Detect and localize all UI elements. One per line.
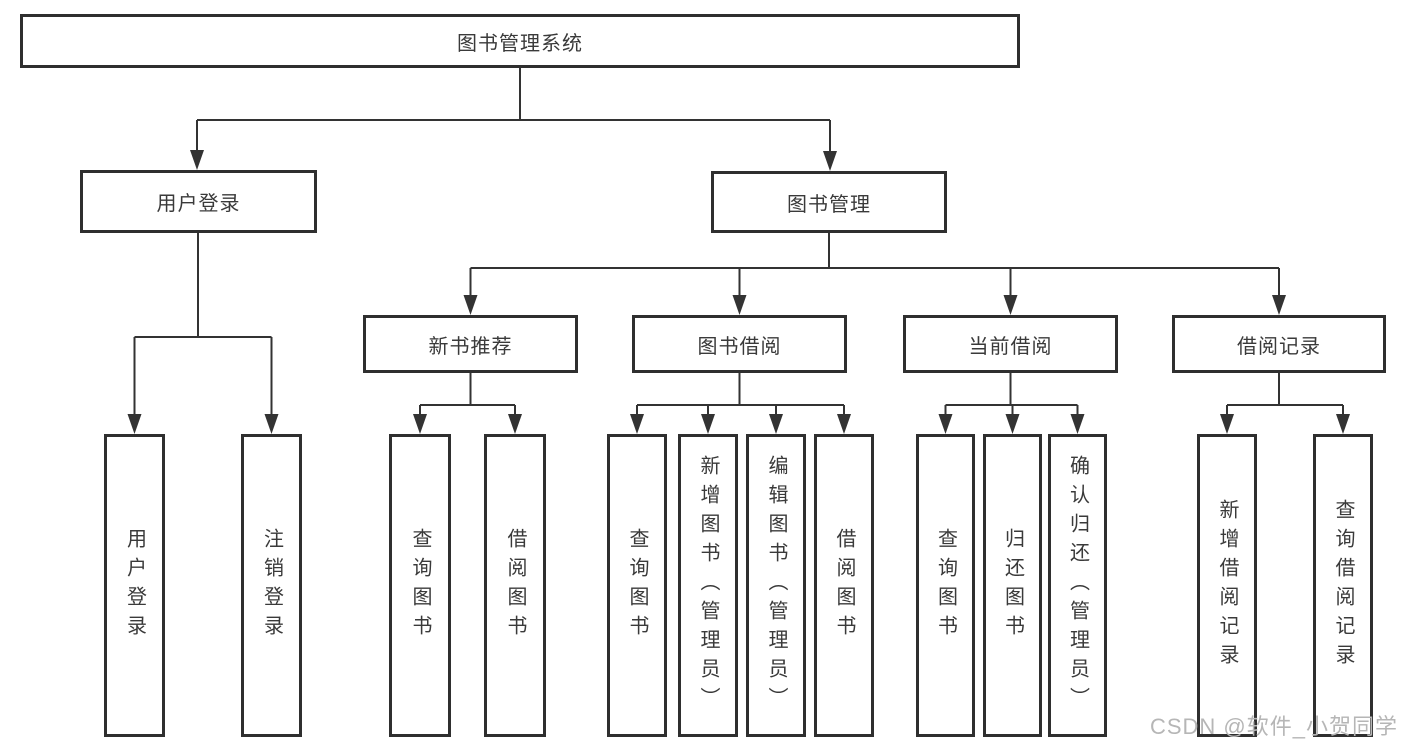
node-newbook-borrow-books-label: 借阅图书 [504, 527, 526, 644]
connector-currentborrow-to-children [944, 373, 1079, 417]
node-borrowing-add-books-admin: 新增图书（管理员） [678, 434, 738, 737]
arrow-down-icon [938, 414, 953, 434]
node-borrowing-edit-books-admin: 编辑图书（管理员） [746, 434, 806, 737]
node-newbook-borrow-books: 借阅图书 [484, 434, 546, 737]
node-borrowing-query-books-label: 查询图书 [626, 527, 648, 644]
node-current-confirm-return-admin-label: 确认归还（管理员） [1066, 455, 1089, 716]
node-logout-leaf-label: 注销登录 [260, 527, 283, 644]
node-user-login: 用户登录 [80, 170, 317, 233]
node-newbook-query-books-label: 查询图书 [409, 527, 431, 644]
node-current-borrowing: 当前借阅 [903, 315, 1118, 373]
node-borrowing-borrow-books-label: 借阅图书 [833, 527, 855, 644]
node-borrowing-add-books-admin-label: 新增图书（管理员） [697, 455, 719, 716]
node-book-management-label: 图书管理 [787, 193, 871, 216]
arrow-down-icon [1070, 414, 1085, 434]
node-book-management: 图书管理 [711, 171, 947, 233]
node-borrowing-records-label: 借阅记录 [1237, 335, 1321, 358]
node-records-query-record-label: 查询借阅记录 [1332, 498, 1354, 673]
arrow-down-icon [1336, 414, 1350, 434]
node-borrowing-query-books: 查询图书 [607, 434, 667, 737]
node-current-query-books-label: 查询图书 [934, 527, 957, 644]
arrow-down-icon [127, 414, 142, 434]
connector-userlogin-to-children [133, 233, 273, 416]
arrow-down-icon [413, 414, 427, 434]
arrow-down-icon [463, 295, 478, 315]
connector-borrowrecords-to-children [1226, 373, 1344, 417]
node-borrowing-edit-books-admin-label: 编辑图书（管理员） [765, 455, 787, 716]
node-root: 图书管理系统 [20, 14, 1020, 68]
csdn-watermark: CSDN @软件_小贺同学 [1149, 714, 1398, 739]
connector-root-to-level2 [196, 68, 831, 153]
arrowheads [127, 150, 1350, 434]
node-current-return-books-label: 归还图书 [1001, 527, 1024, 644]
arrow-down-icon [1272, 295, 1286, 315]
arrow-down-icon [1003, 295, 1018, 315]
arrow-down-icon [1005, 414, 1020, 434]
node-logout-leaf: 注销登录 [241, 434, 302, 737]
node-new-book-recommend-label: 新书推荐 [428, 335, 513, 358]
arrow-down-icon [837, 414, 851, 434]
connector-bookborrow-to-children [636, 373, 845, 417]
node-new-book-recommend: 新书推荐 [363, 315, 578, 373]
arrow-down-icon [769, 414, 783, 434]
node-user-login-leaf: 用户登录 [104, 434, 165, 737]
arrow-down-icon [701, 414, 715, 434]
node-book-borrowing-label: 图书借阅 [697, 335, 782, 358]
node-current-borrowing-label: 当前借阅 [968, 335, 1053, 358]
connector-newbook-to-children [419, 373, 516, 417]
node-book-borrowing: 图书借阅 [632, 315, 847, 373]
node-current-query-books: 查询图书 [916, 434, 975, 737]
node-current-return-books: 归还图书 [983, 434, 1042, 737]
connector-bookmgmt-to-level3 [469, 233, 1280, 298]
arrow-down-icon [630, 414, 644, 434]
arrow-down-icon [508, 414, 522, 434]
arrow-down-icon [732, 295, 747, 315]
node-borrowing-records: 借阅记录 [1172, 315, 1386, 373]
node-newbook-query-books: 查询图书 [389, 434, 451, 737]
node-root-label: 图书管理系统 [457, 32, 583, 55]
node-user-login-leaf-label: 用户登录 [123, 527, 146, 644]
arrow-down-icon [1220, 414, 1234, 434]
node-records-query-record: 查询借阅记录 [1313, 434, 1373, 737]
node-records-add-record-label: 新增借阅记录 [1216, 498, 1238, 673]
arrow-down-icon [190, 150, 204, 170]
arrow-down-icon [823, 151, 837, 171]
node-current-confirm-return-admin: 确认归还（管理员） [1048, 434, 1107, 737]
node-borrowing-borrow-books: 借阅图书 [814, 434, 874, 737]
arrow-down-icon [264, 414, 279, 434]
node-records-add-record: 新增借阅记录 [1197, 434, 1257, 737]
node-user-login-label: 用户登录 [156, 193, 241, 215]
